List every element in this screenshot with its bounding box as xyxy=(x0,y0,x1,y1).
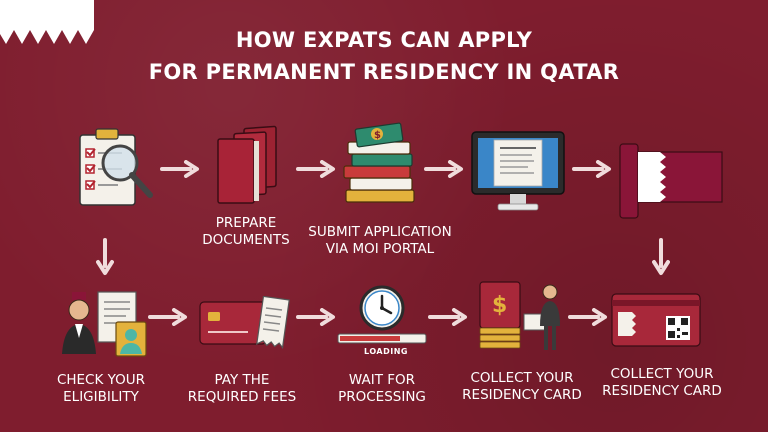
step-prepare-label: PREPARE DOCUMENTS xyxy=(161,215,331,249)
step-prepare-line2: DOCUMENTS xyxy=(202,232,290,248)
step-fees-line1: PAY THE xyxy=(214,372,270,388)
document-folders-icon xyxy=(217,125,277,204)
stacked-books-icon: $ xyxy=(343,122,415,203)
step-collect-a-label: COLLECT YOUR RESIDENCY CARD xyxy=(437,370,607,404)
arrow-right-3 xyxy=(424,160,463,178)
step-fees-label: PAY THE REQUIRED FEES xyxy=(157,372,327,406)
step-collect-a-line2: RESIDENCY CARD xyxy=(462,387,582,403)
step-processing-line2: PROCESSING xyxy=(338,389,426,405)
official-document-icon xyxy=(62,291,147,357)
arrow-right-6 xyxy=(296,308,335,326)
computer-monitor-icon xyxy=(471,131,565,211)
step-collect-b-line1: COLLECT YOUR xyxy=(610,366,714,382)
step-submit-label: SUBMIT APPLICATION VIA MOI PORTAL xyxy=(295,224,465,258)
step-processing-label: WAIT FOR PROCESSING xyxy=(297,372,467,406)
step-prepare-line1: PREPARE xyxy=(215,215,277,231)
title-line-2: FOR PERMANENT RESIDENCY IN QATAR xyxy=(148,60,620,84)
step-collect-a-line1: COLLECT YOUR xyxy=(470,370,574,386)
title-line-1: HOW EXPATS CAN APPLY xyxy=(235,28,533,52)
clock-icon xyxy=(337,285,427,344)
step-eligibility-line2: ELIGIBILITY xyxy=(63,389,139,405)
checklist-magnifier-icon xyxy=(79,128,153,206)
step-submit-line1: SUBMIT APPLICATION xyxy=(308,224,452,240)
page-title: HOW EXPATS CAN APPLY FOR PERMANENT RESID… xyxy=(0,24,768,88)
qatar-flag-corner-icon xyxy=(0,0,94,44)
step-collect-b-line2: RESIDENCY CARD xyxy=(602,383,722,399)
arrow-right-1 xyxy=(160,160,199,178)
step-eligibility-label: CHECK YOUR ELIGIBILITY xyxy=(16,372,186,406)
arrow-right-2 xyxy=(296,160,335,178)
qatar-flag-icon xyxy=(619,143,723,219)
money-stack-icon: $ xyxy=(479,281,560,350)
arrow-right-4 xyxy=(572,160,611,178)
credit-card-icon xyxy=(199,296,290,350)
step-collect-b-label: COLLECT YOUR RESIDENCY CARD xyxy=(577,366,747,400)
step-processing-line1: WAIT FOR xyxy=(348,372,416,388)
arrow-right-7 xyxy=(428,308,467,326)
step-eligibility-line1: CHECK YOUR xyxy=(56,372,146,388)
arrow-right-8 xyxy=(568,308,607,326)
step-fees-line2: REQUIRED FEES xyxy=(187,389,297,405)
arrow-down-right xyxy=(652,238,670,275)
residency-card-icon xyxy=(611,293,701,347)
step-submit-line2: VIA MOI PORTAL xyxy=(325,241,435,257)
svg-text:$: $ xyxy=(492,293,507,318)
svg-text:$: $ xyxy=(374,130,381,141)
loading-label: LOADING xyxy=(364,347,408,356)
arrow-down-left xyxy=(96,238,114,275)
arrow-right-5 xyxy=(148,308,187,326)
